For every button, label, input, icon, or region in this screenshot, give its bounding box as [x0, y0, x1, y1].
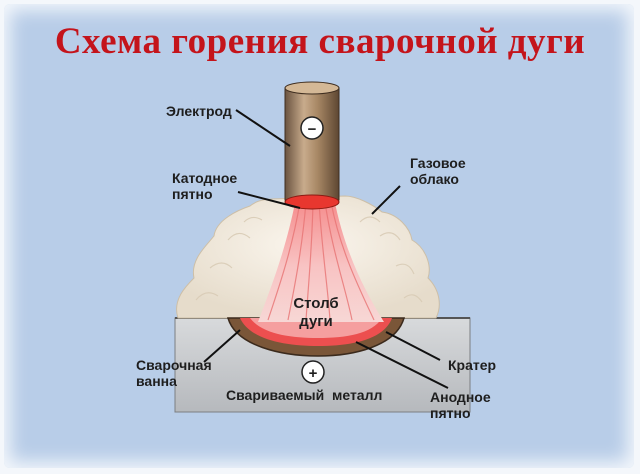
- label-arc-column-1: Столб: [293, 295, 338, 312]
- weld-pool: [227, 317, 405, 357]
- label-weld-pool-2: ванна: [136, 373, 177, 389]
- label-crater: Кратер: [448, 357, 496, 373]
- label-electrode: Электрод: [166, 103, 232, 119]
- label-weld-pool-1: Сварочная: [136, 357, 212, 373]
- label-cathode-spot-1: Катодное: [172, 170, 237, 186]
- leader-lines: [203, 109, 449, 389]
- label-cathode-spot-2: пятно: [172, 186, 213, 202]
- label-gas-cloud-2: облако: [410, 171, 459, 187]
- minus-sign: −: [308, 121, 317, 138]
- workpiece-polarity-icon: +: [301, 360, 325, 384]
- electrode-polarity-icon: −: [300, 116, 324, 140]
- plus-sign: +: [309, 365, 318, 382]
- label-gas-cloud-1: Газовое: [410, 155, 466, 171]
- electrode: [284, 81, 340, 210]
- label-arc-column-2: дуги: [299, 313, 333, 330]
- diagram-title: Схема горения сварочной дуги: [54, 21, 586, 62]
- label-base-metal: Свариваемый металл: [226, 387, 382, 403]
- arc-column: [258, 198, 384, 322]
- label-anode-spot-2: пятно: [430, 405, 471, 421]
- label-anode-spot-1: Анодное: [430, 389, 491, 405]
